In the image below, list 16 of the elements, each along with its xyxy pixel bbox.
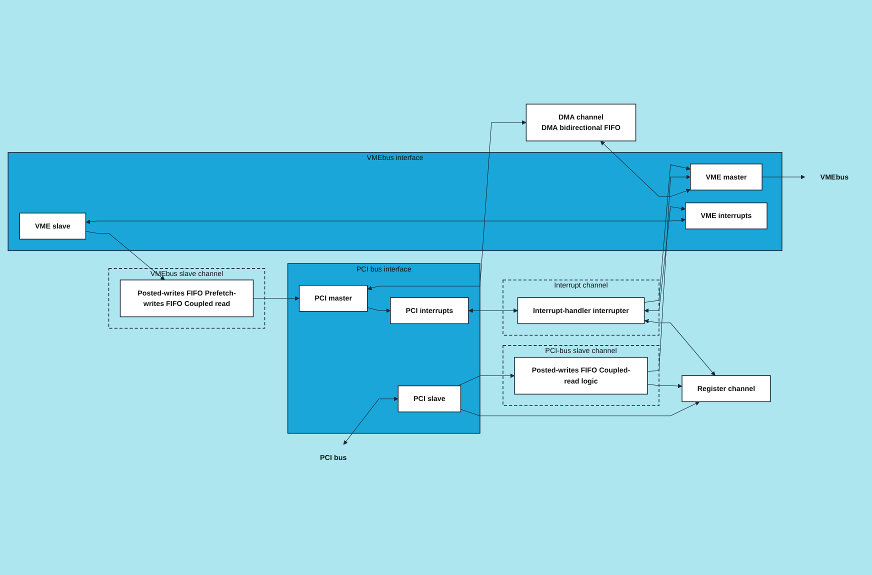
arrow xyxy=(85,231,165,280)
arrow xyxy=(367,120,526,290)
arrow xyxy=(458,374,515,386)
arrow xyxy=(644,319,716,376)
arrow xyxy=(600,140,691,197)
arrow xyxy=(762,174,806,180)
arrow xyxy=(644,164,691,303)
arrow xyxy=(644,206,686,313)
arrow xyxy=(647,384,682,388)
arrow xyxy=(647,174,691,372)
arrow xyxy=(367,307,391,313)
arrow xyxy=(253,296,300,301)
arrow xyxy=(343,396,398,445)
arrow xyxy=(468,308,518,313)
arrow xyxy=(86,218,686,224)
arrow xyxy=(460,401,700,416)
